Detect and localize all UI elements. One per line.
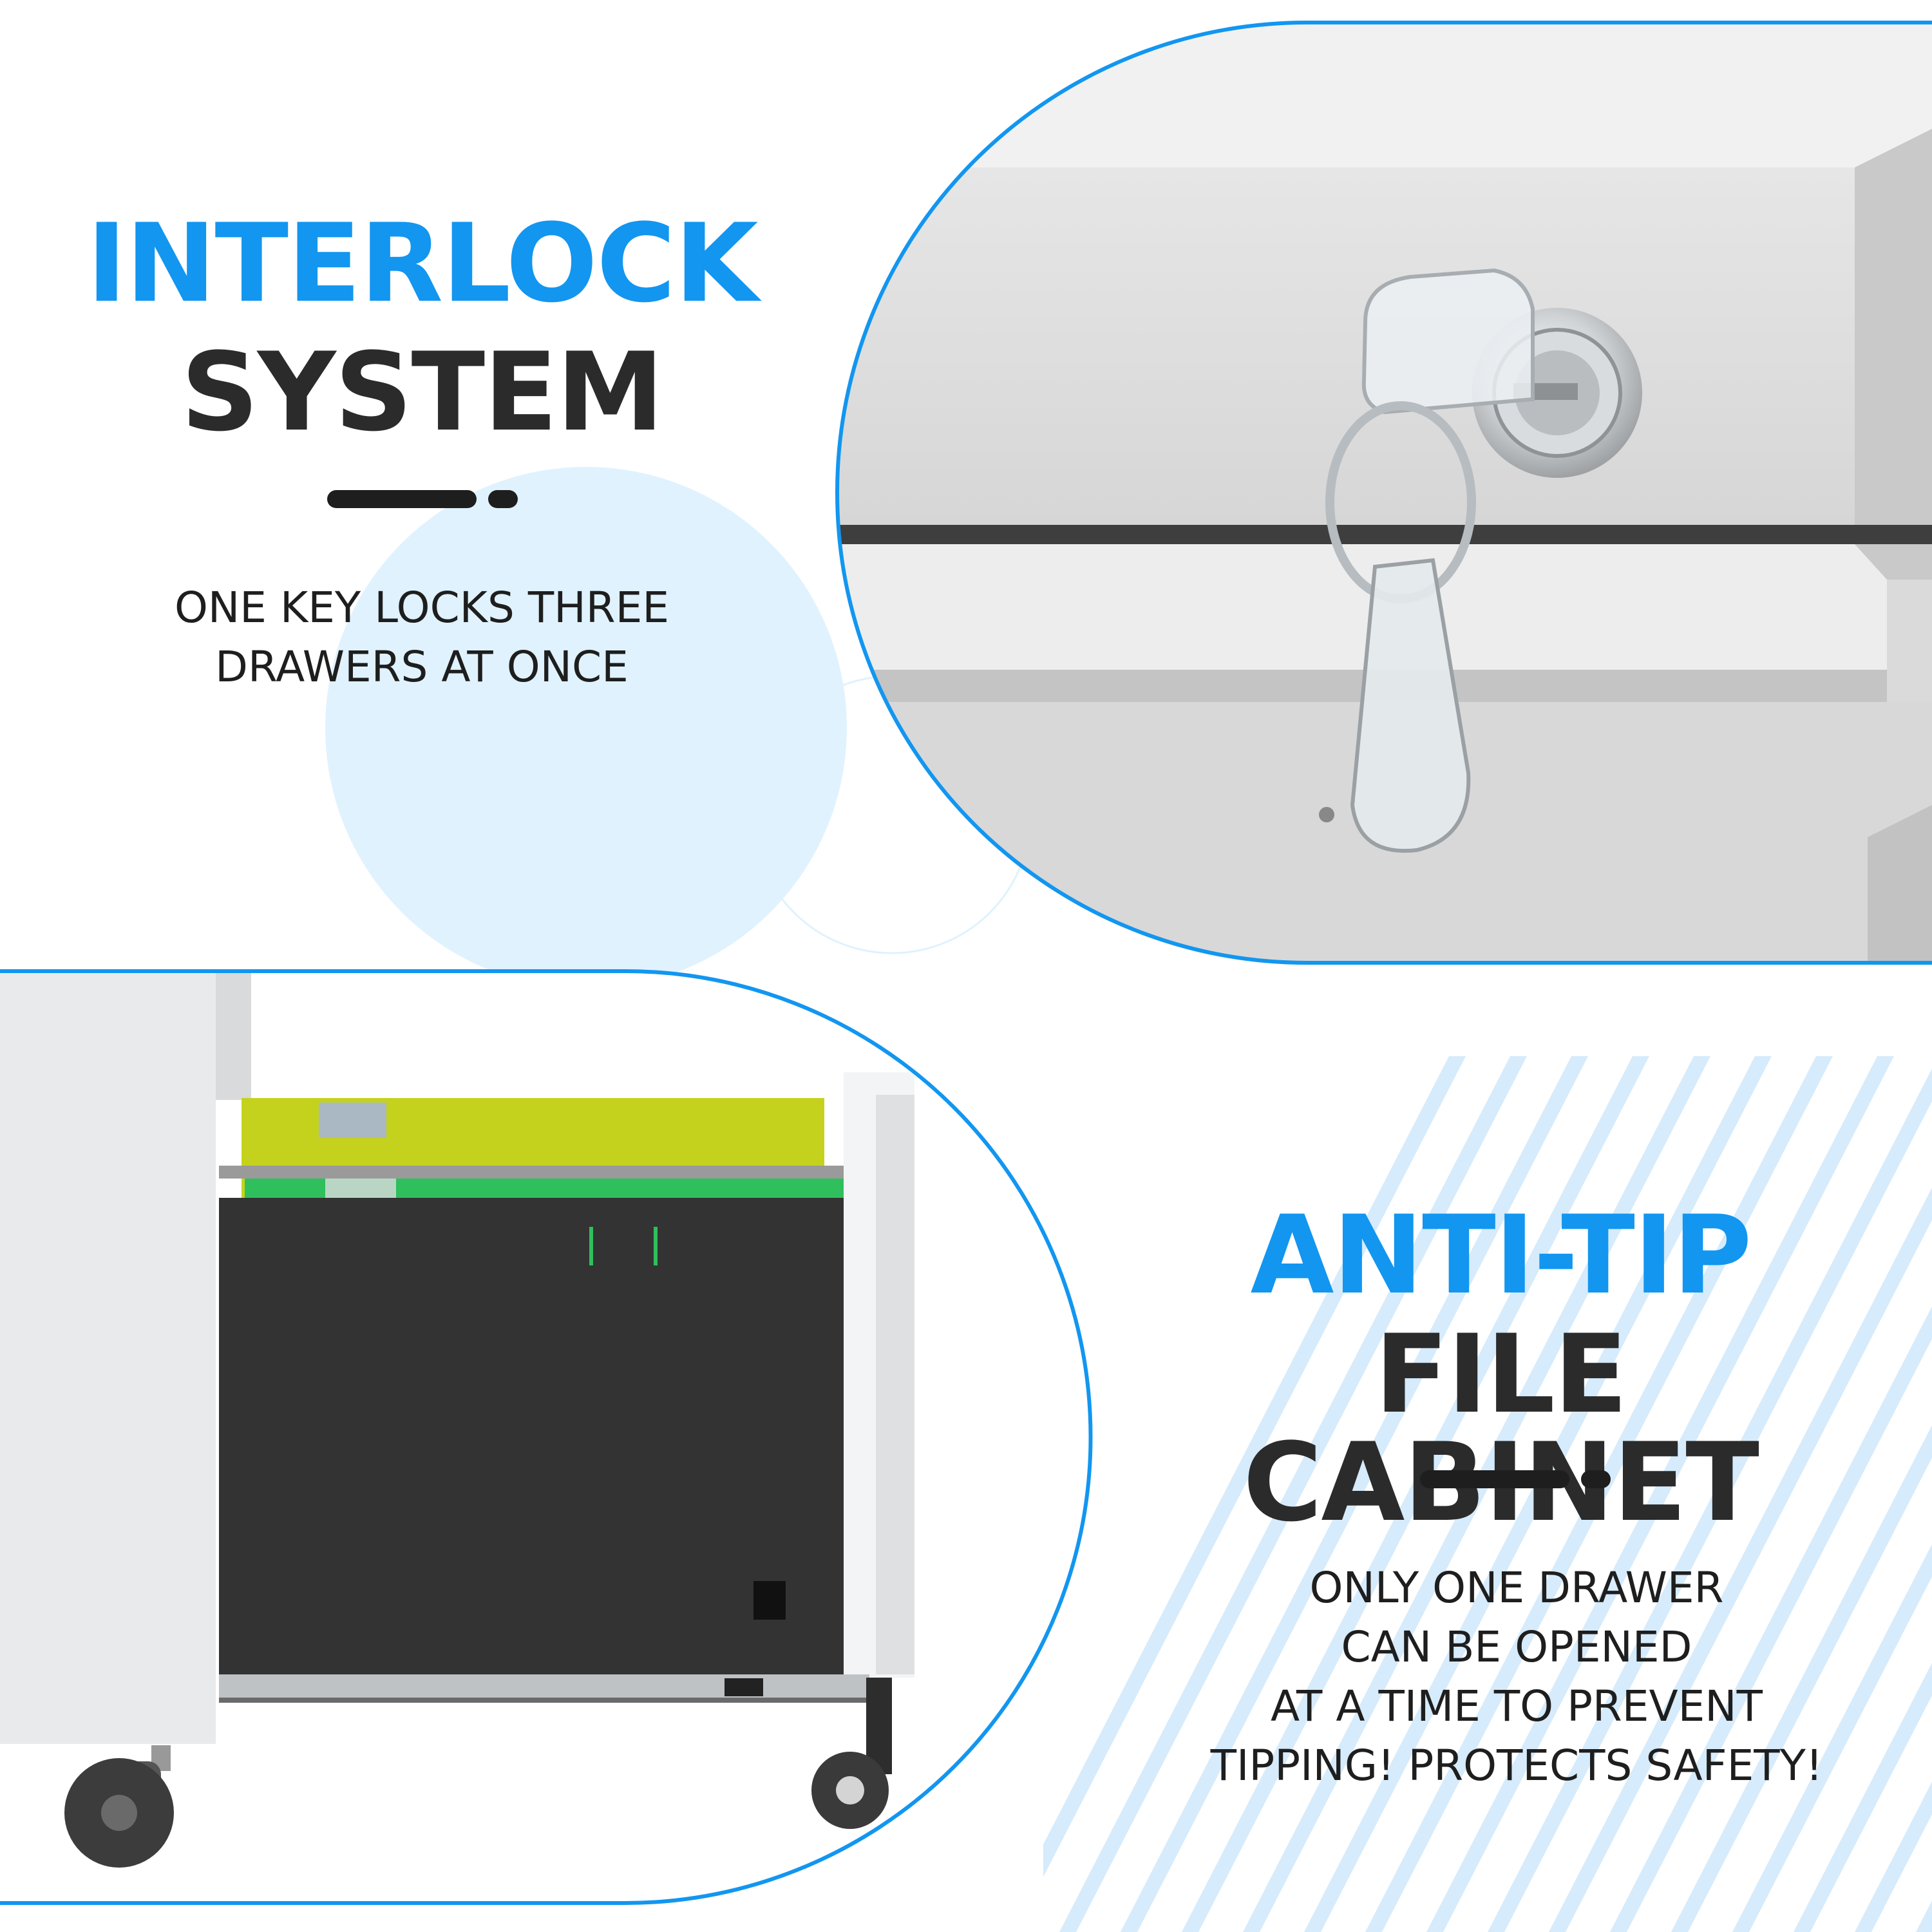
anti-tip-title-accent: ANTI-TIP	[1250, 1192, 1752, 1318]
cabinet-body	[0, 971, 216, 1744]
interlock-description: ONE KEY LOCKS THREE DRAWERS AT ONCE	[174, 583, 670, 692]
interlock-title-dark: SYSTEM	[180, 329, 664, 455]
drawer-slide	[219, 1674, 869, 1699]
stripe	[1121, 1056, 1588, 1932]
interlock-title-accent: INTERLOCK	[86, 200, 758, 327]
stripe	[1610, 1306, 1932, 1932]
anti-tip-description: ONLY ONE DRAWER CAN BE OPENED AT A TIME …	[1210, 1563, 1823, 1790]
stripe	[1365, 1056, 1833, 1932]
stripe	[1549, 1188, 1932, 1932]
stripe	[1488, 1068, 1932, 1932]
key-icon	[1361, 268, 1535, 415]
decorative-bubble	[325, 467, 847, 989]
stripe	[1671, 1425, 1932, 1932]
stripe	[1182, 1056, 1649, 1932]
stripe	[1426, 1056, 1894, 1932]
stripe	[1794, 1663, 1932, 1932]
stripe	[1059, 1056, 1527, 1932]
diagonal-stripes	[1043, 1056, 1932, 1932]
key-tag-icon	[1350, 558, 1471, 853]
stripe	[1916, 1900, 1932, 1932]
anti-tip-divider	[1420, 1470, 1611, 1488]
stripe	[1855, 1781, 1932, 1932]
stripe	[1243, 1056, 1710, 1932]
caster-left-icon	[64, 1745, 174, 1868]
stripe	[1304, 1056, 1772, 1932]
stripe	[1043, 1056, 1466, 1877]
caster-right-icon	[811, 1678, 892, 1829]
stripe	[1732, 1544, 1932, 1932]
interlock-divider	[327, 490, 518, 508]
folder-green	[245, 1172, 857, 1204]
anti-tip-title-dark: FILE CABINET	[1243, 1311, 1759, 1546]
